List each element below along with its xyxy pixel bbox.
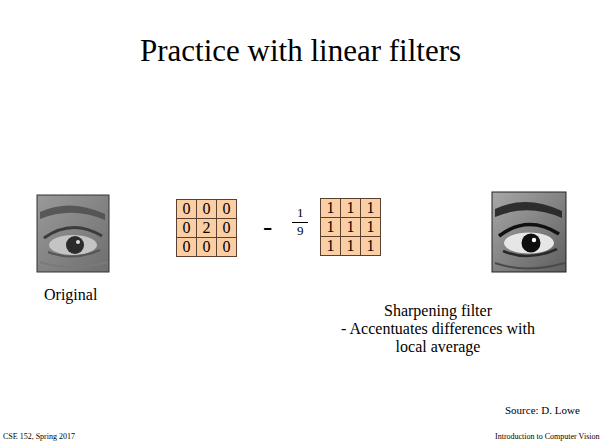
source-note: Source: D. Lowe bbox=[505, 404, 580, 417]
kernel-cell: 0 bbox=[216, 199, 237, 219]
kernel-cell: 1 bbox=[360, 217, 381, 237]
kernel-cell: 0 bbox=[196, 199, 217, 219]
kernel-cell: 1 bbox=[320, 217, 341, 237]
minus-sign: - bbox=[263, 210, 272, 242]
course-footer: CSE 152, Spring 2017 bbox=[3, 432, 75, 441]
kernel-cell: 1 bbox=[340, 198, 361, 218]
kernel-cell: 0 bbox=[176, 218, 197, 238]
fraction-denominator: 9 bbox=[297, 224, 304, 239]
course-footer: Introduction to Computer Vision bbox=[495, 432, 599, 441]
slide-title: Practice with linear filters bbox=[140, 33, 461, 69]
original-eye-image bbox=[37, 195, 109, 272]
fraction-bar bbox=[292, 222, 308, 223]
filter-description: - Accentuates differences with local ave… bbox=[330, 320, 546, 357]
kernel-cell: 0 bbox=[196, 237, 217, 257]
kernel-cell: 0 bbox=[216, 237, 237, 257]
kernel-cell: 1 bbox=[320, 198, 341, 218]
filter-caption: Sharpening filter bbox=[384, 302, 492, 320]
kernel-cell: 2 bbox=[196, 218, 217, 238]
kernel-cell: 1 bbox=[340, 217, 361, 237]
kernel-cell: 1 bbox=[340, 236, 361, 256]
kernel-cell: 0 bbox=[176, 199, 197, 219]
fraction-numerator: 1 bbox=[297, 206, 304, 221]
kernel-cell: 1 bbox=[320, 236, 341, 256]
kernel-cell: 0 bbox=[216, 218, 237, 238]
image-caption: Original bbox=[44, 286, 97, 304]
kernel-cell: 1 bbox=[360, 198, 381, 218]
sharpened-eye-image bbox=[492, 192, 566, 272]
kernel-cell: 1 bbox=[360, 236, 381, 256]
kernel-cell: 0 bbox=[176, 237, 197, 257]
